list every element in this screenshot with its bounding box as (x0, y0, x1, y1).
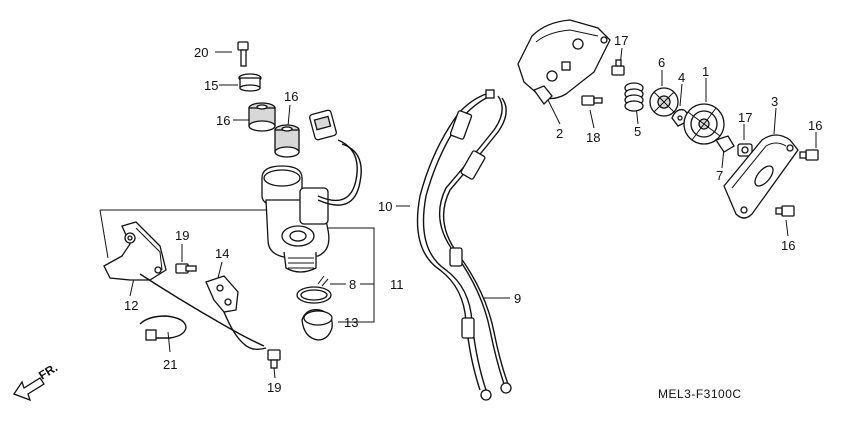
callout-16-right: 16 (284, 89, 298, 104)
bracket-14 (139, 273, 267, 351)
diagram-code: MEL3-F3100C (658, 387, 742, 401)
callout-3: 3 (771, 94, 778, 109)
pulley-6 (649, 87, 679, 117)
callout-10: 10 (378, 199, 392, 214)
callout-2: 2 (556, 126, 563, 141)
callout-16-left: 16 (216, 113, 230, 128)
bracket-12 (103, 221, 167, 281)
collar-15 (238, 73, 262, 92)
servo-actuator (261, 109, 362, 273)
clip-7 (714, 135, 735, 153)
bolt-19-bottom (581, 95, 603, 106)
cover-3 (723, 134, 799, 219)
callout-12: 12 (124, 298, 138, 313)
hose-clamp-8 (296, 275, 332, 304)
nut-18 (737, 143, 753, 157)
bolt-20 (267, 349, 281, 369)
callout-18: 17 (738, 110, 752, 125)
pulley-housing-2 (517, 19, 611, 106)
callout-20: 19 (267, 380, 281, 395)
callout-6: 6 (658, 55, 665, 70)
cap-13 (301, 309, 333, 341)
callout-22: 20 (194, 45, 208, 60)
callout-9: 9 (514, 291, 521, 306)
throttle-cable-9 (438, 95, 512, 394)
callout-14: 14 (215, 246, 229, 261)
callout-17-top: 16 (808, 118, 822, 133)
bolt-21 (175, 263, 197, 274)
callout-15: 15 (204, 78, 218, 93)
leader-lines (99, 47, 817, 379)
callout-13: 13 (344, 315, 358, 330)
callout-8: 8 (349, 277, 356, 292)
callout-19-top: 17 (614, 33, 628, 48)
grommet-16-left (248, 102, 276, 132)
callout-17-bottom: 16 (781, 238, 795, 253)
callout-1: 1 (702, 64, 709, 79)
bolt-17-bottom (775, 205, 795, 217)
bolt-17-top (799, 149, 819, 161)
callout-11: 11 (390, 277, 404, 292)
callout-4: 4 (678, 70, 685, 85)
clamp-23 (139, 315, 187, 341)
callout-19-bottom: 18 (586, 130, 600, 145)
callout-5: 5 (634, 124, 641, 139)
grommet-16-right (274, 124, 300, 158)
bolt-19-top (611, 59, 625, 76)
callout-21: 19 (175, 228, 189, 243)
bolt-22 (237, 41, 249, 67)
callout-23: 21 (163, 357, 177, 372)
callout-7: 7 (716, 168, 723, 183)
spring-5 (624, 82, 644, 112)
throttle-cable-10 (416, 89, 495, 401)
callout-numbers: 20 15 16 16 12 19 14 21 19 8 11 13 10 9 … (124, 33, 822, 395)
front-direction-arrow-icon (13, 377, 45, 402)
pulley-1 (683, 103, 725, 145)
